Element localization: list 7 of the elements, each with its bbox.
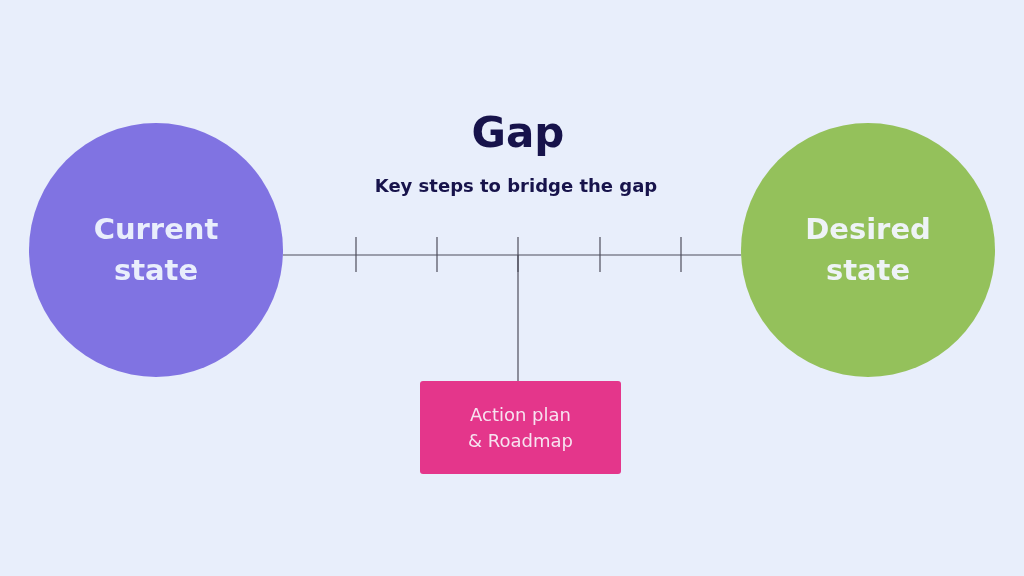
box-label: Action plan & Roadmap: [467, 403, 574, 453]
circle-label: Current state: [92, 211, 220, 289]
action-box: [420, 381, 621, 474]
connector-line: [282, 254, 742, 256]
circle-label: Desired state: [804, 211, 932, 289]
subtitle: Key steps to bridge the gap: [373, 175, 659, 196]
title: Gap: [470, 108, 566, 157]
